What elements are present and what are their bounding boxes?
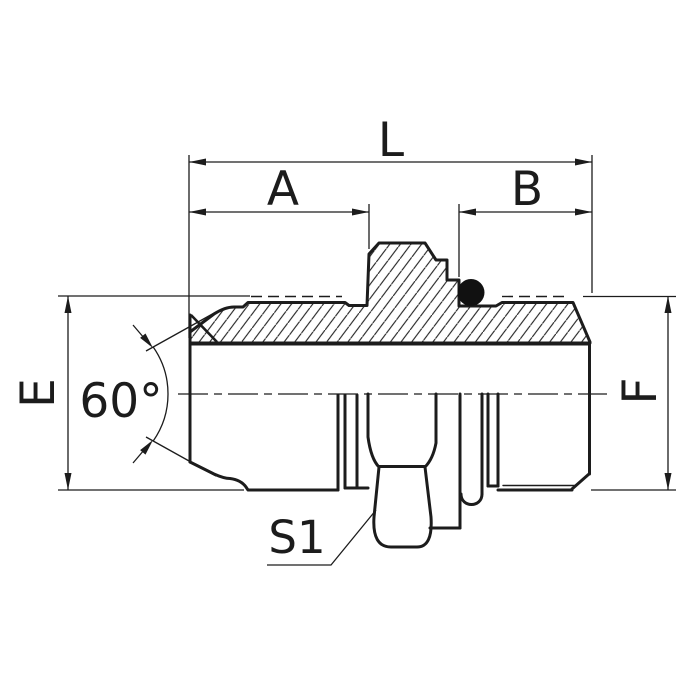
arrow-L-right: [575, 158, 592, 166]
arrow-F-top: [664, 296, 672, 313]
label-S1: S1: [268, 511, 325, 564]
arrow-L-left: [189, 158, 206, 166]
arrow-angle-lower: [140, 440, 153, 455]
part-external-lower: [188, 313, 591, 549]
seat-cone-line: [190, 314, 218, 343]
arrow-A-left: [189, 208, 206, 216]
dimension-arrowheads: [64, 158, 672, 490]
hex-silhouette: [366, 392, 438, 549]
arrow-A-right: [352, 208, 369, 216]
dimension-labels: L A B E F 60° S1: [11, 113, 668, 564]
arrow-E-top: [64, 296, 72, 313]
label-B: B: [511, 162, 543, 217]
label-L: L: [378, 113, 404, 168]
right-end-chamfer-lower: [570, 472, 591, 491]
label-F: F: [613, 377, 668, 404]
arrow-angle-upper: [140, 333, 153, 348]
angle-arc: [152, 346, 169, 442]
o-ring-seal: [457, 279, 485, 306]
washer-round-bottom: [459, 492, 484, 506]
angle-ext-upper: [145, 311, 217, 352]
arrow-E-bottom: [64, 473, 72, 490]
nose-cone-lower: [188, 460, 340, 492]
label-cone-angle: 60°: [79, 374, 162, 429]
label-E: E: [11, 378, 66, 408]
section-outline: [188, 241, 592, 345]
arrow-B-right: [575, 208, 592, 216]
s1-leader-line: [267, 509, 377, 566]
arrow-B-left: [459, 208, 476, 216]
label-A: A: [267, 162, 299, 217]
arrow-F-bottom: [664, 473, 672, 490]
angle-ext-lower: [145, 436, 217, 477]
